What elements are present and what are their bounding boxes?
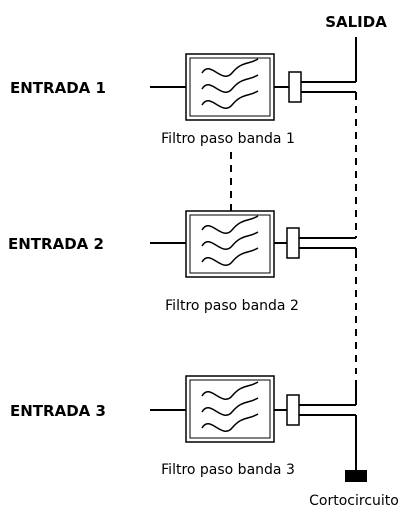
channel-1: ENTRADA 1 Filtro paso banda 1 [10,53,357,147]
filter-box-3 [185,375,275,443]
filter-label-1: Filtro paso banda 1 [161,131,295,147]
channel-2: ENTRADA 2 Filtro paso banda 2 [8,210,357,314]
filter-label-2: Filtro paso banda 2 [165,298,299,314]
filter-box-2 [185,210,275,278]
short-circuit-block [345,470,367,482]
filter-box-inner-3 [189,379,271,439]
filter-box-inner-2 [189,214,271,274]
termination-label: Cortocircuito [309,493,399,509]
channel-3: ENTRADA 3 Filtro paso banda 3 [10,375,356,478]
input-label-3: ENTRADA 3 [10,402,106,420]
output-label: SALIDA [325,13,387,31]
connector-2 [286,227,300,259]
input-label-2: ENTRADA 2 [8,235,104,253]
connector-1 [288,71,302,103]
filter-box-1 [185,53,275,121]
filter-label-3: Filtro paso banda 3 [161,462,295,478]
connector-3 [286,394,300,426]
input-label-1: ENTRADA 1 [10,79,106,97]
filter-box-inner-1 [189,57,271,117]
